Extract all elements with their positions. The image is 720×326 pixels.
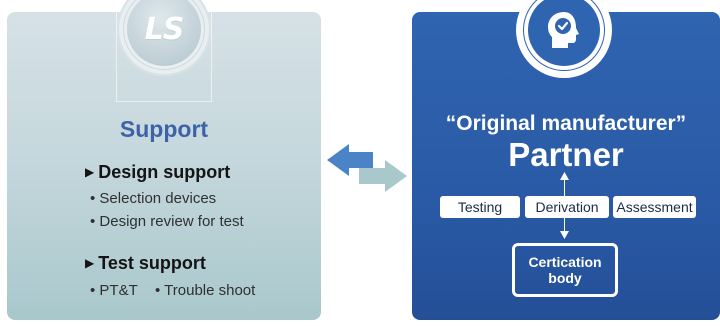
dot-icon: • <box>90 282 100 299</box>
cert-line-2: body <box>548 270 582 286</box>
partner-title: Partner <box>508 136 624 173</box>
ls-logo-text: LS <box>144 11 185 47</box>
partner-panel: “Original manufacturer” Partner Testing … <box>412 0 720 320</box>
triangle-bullet-icon: ▶ <box>85 165 95 179</box>
arrow-up-icon <box>560 172 569 180</box>
bullet-text: Trouble shoot <box>164 282 256 299</box>
arrow-down-icon <box>560 231 569 239</box>
bullet-item: • Trouble shoot <box>155 282 255 299</box>
dot-icon: • <box>90 213 100 230</box>
pill-testing: Testing <box>440 196 520 218</box>
original-manufacturer-title: “Original manufacturer” <box>445 112 687 135</box>
bidirectional-arrow-icon <box>325 140 409 196</box>
ls-logo-badge: LS <box>117 0 211 76</box>
test-support-heading: ▶Test support <box>85 253 206 274</box>
head-checkmark-icon <box>528 0 600 66</box>
support-title: Support <box>119 116 209 142</box>
bullet-item: • PT&T <box>90 282 138 299</box>
bullet-text: Selection devices <box>99 190 217 207</box>
bullet-item: • Selection devices <box>90 190 216 207</box>
pill-derivation: Derivation <box>525 196 609 218</box>
bullet-item: • Design review for test <box>90 213 244 230</box>
design-support-label: Design support <box>98 162 231 182</box>
dot-icon: • <box>90 190 100 207</box>
logo-frame <box>116 12 212 102</box>
cert-line-1: Certication <box>528 254 602 270</box>
connector-line-top <box>564 176 565 196</box>
dot-icon: • <box>155 282 165 299</box>
ls-logo-icon: LS <box>127 0 201 66</box>
pill-assessment: Assessment <box>613 196 696 218</box>
certification-body-box: Certication body <box>512 243 618 297</box>
arrow-right-shape <box>359 160 407 192</box>
partner-icon-badge <box>516 0 612 78</box>
triangle-bullet-icon: ▶ <box>85 256 95 270</box>
connector-line-bottom <box>564 218 565 235</box>
support-panel: LS Support ▶Design support • Selection d… <box>7 0 321 320</box>
design-support-heading: ▶Design support <box>85 162 230 183</box>
bullet-text: PT&T <box>99 282 138 299</box>
test-support-label: Test support <box>98 253 206 273</box>
bullet-text: Design review for test <box>99 213 244 230</box>
